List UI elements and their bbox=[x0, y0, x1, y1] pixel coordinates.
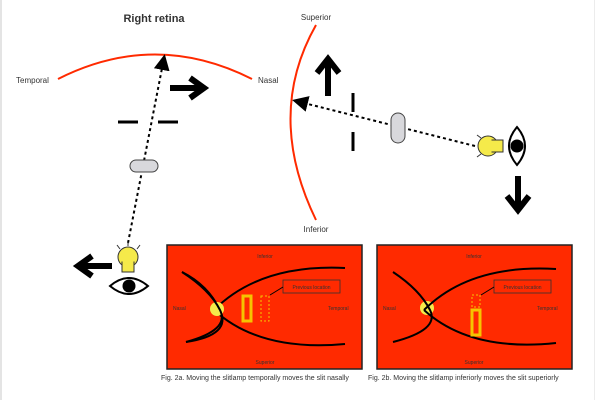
panel-2b-top-label: Inferior bbox=[466, 254, 482, 260]
panel-2a-top-label: Inferior bbox=[257, 254, 273, 260]
panel-2b-bottom-label: Superior bbox=[465, 360, 484, 366]
temporal-label: Temporal bbox=[16, 76, 49, 85]
arrow-right-icon bbox=[170, 75, 210, 101]
figure-1-title: Right retina bbox=[123, 13, 185, 25]
panel-2a-bottom-label: Superior bbox=[256, 360, 275, 366]
vessel-curve bbox=[392, 271, 433, 343]
callout-pointer bbox=[269, 286, 284, 296]
light-path-2 bbox=[292, 96, 476, 147]
right-border bbox=[594, 0, 595, 400]
figure-1: Right retina Temporal Nasal bbox=[16, 13, 279, 295]
arrow-up-icon bbox=[314, 54, 342, 96]
panel-2a-right-label: Temporal bbox=[328, 306, 349, 312]
vessel-curve bbox=[423, 309, 557, 346]
slit-previous bbox=[260, 295, 270, 322]
callout-text: Previous location bbox=[292, 285, 330, 291]
caption-2b: Fig. 2b. Moving the slitlamp inferiorly … bbox=[368, 375, 559, 382]
callout-box bbox=[282, 279, 341, 294]
light-path bbox=[127, 54, 170, 244]
lens-icon-2 bbox=[390, 112, 406, 144]
vessel-curve bbox=[423, 267, 557, 311]
nasal-label: Nasal bbox=[258, 76, 279, 85]
retina-arc-vertical bbox=[289, 24, 317, 221]
lens-icon bbox=[129, 159, 159, 173]
panel-2b-left-label: Nasal bbox=[383, 306, 396, 312]
panel-2a: Previous location Inferior Superior Nasa… bbox=[166, 244, 363, 370]
superior-label: Superior bbox=[301, 13, 332, 22]
panel-2b: Previous location Inferior Superior Nasa… bbox=[376, 244, 573, 370]
caption-2a: Fig. 2a. Moving the slitlamp temporally … bbox=[161, 375, 349, 382]
left-border bbox=[0, 0, 2, 400]
vessel-curve bbox=[213, 266, 346, 311]
figure-2: Superior Inferior bbox=[289, 13, 532, 234]
panel-2a-background bbox=[166, 244, 363, 370]
vessel-curve bbox=[213, 309, 346, 347]
arrow-down-icon bbox=[504, 176, 532, 215]
callout-text: Previous location bbox=[503, 285, 541, 291]
eye-icon bbox=[108, 277, 150, 295]
panel-2a-left-label: Nasal bbox=[173, 306, 186, 312]
eye-icon-2 bbox=[508, 125, 526, 167]
callout-box bbox=[493, 279, 552, 294]
panel-2b-right-label: Temporal bbox=[537, 306, 558, 312]
lightbulb-icon-2 bbox=[476, 134, 504, 158]
lightbulb-icon bbox=[116, 242, 141, 273]
retina-arc bbox=[57, 53, 253, 80]
arrow-left-icon bbox=[72, 253, 112, 279]
callout-pointer bbox=[480, 286, 495, 296]
slit-previous bbox=[471, 294, 481, 308]
inferior-label: Inferior bbox=[304, 225, 329, 234]
slit-current bbox=[470, 308, 482, 337]
slit-current bbox=[241, 294, 253, 323]
